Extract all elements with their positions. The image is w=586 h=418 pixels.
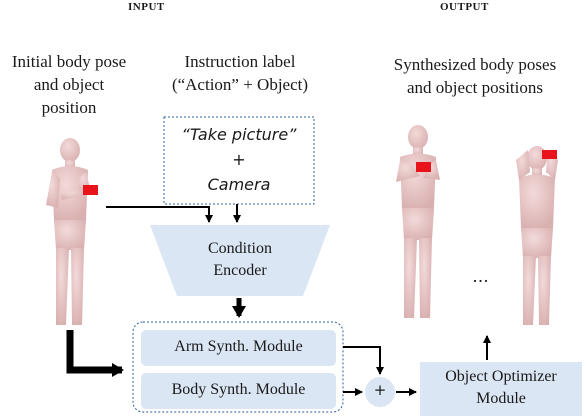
body-synth-module: Body Synth. Module	[171, 381, 306, 398]
condition-encoder-line-2: Encoder	[213, 262, 267, 279]
input-body-figure	[46, 138, 90, 325]
input-label-line-1: Initial body pose	[11, 52, 127, 71]
arm-synth-module-box	[141, 330, 336, 366]
body-synth-module-box	[141, 373, 336, 409]
condition-encoder-shape	[150, 225, 330, 296]
sum-node	[365, 377, 395, 407]
input-label: Initial body pose and object position	[0, 50, 138, 119]
instruction-label-line-2: (“Action” + Object)	[171, 75, 309, 94]
sum-symbol: +	[373, 381, 387, 399]
instruction-object: Camera	[207, 175, 271, 194]
arrow-pose-to-modules	[66, 330, 124, 377]
instruction-box	[163, 116, 315, 205]
arrow-arm-to-sum	[343, 346, 384, 375]
arm-synth-module: Arm Synth. Module	[174, 338, 303, 355]
output-body-figure-2	[516, 146, 558, 325]
condition-encoder-line-1: Condition	[207, 240, 272, 257]
condition-encoder: Condition Encoder	[160, 238, 320, 282]
output-header: OUTPUT	[440, 1, 489, 13]
output-body-figure-1	[396, 125, 440, 318]
input-camera-object	[83, 185, 98, 195]
object-optimizer-line-2: Module	[476, 390, 526, 407]
output-label: Synthesized body poses and object positi…	[365, 53, 585, 99]
output-label-line-2: and object positions	[407, 78, 543, 97]
output-camera-object-2	[542, 150, 557, 159]
object-optimizer-box	[420, 362, 582, 416]
input-label-line-2: and object	[33, 75, 105, 94]
object-optimizer-module: Object Optimizer Module	[420, 366, 582, 410]
arrow-pose-to-encoder	[106, 206, 213, 223]
instruction-label: Instruction label (“Action” + Object)	[150, 50, 330, 96]
instruction-plus: +	[232, 150, 246, 169]
object-optimizer-line-1: Object Optimizer	[445, 368, 557, 385]
input-label-line-3: position	[41, 98, 97, 117]
output-label-line-1: Synthesized body poses	[393, 55, 557, 74]
instruction-action: “Take picture”	[181, 125, 297, 144]
input-header: INPUT	[128, 1, 165, 13]
output-camera-object-1	[416, 162, 431, 172]
instruction-label-line-1: Instruction label	[184, 52, 296, 71]
ellipsis: ...	[472, 266, 490, 286]
instruction-box-content: “Take picture” + Camera	[164, 122, 314, 197]
